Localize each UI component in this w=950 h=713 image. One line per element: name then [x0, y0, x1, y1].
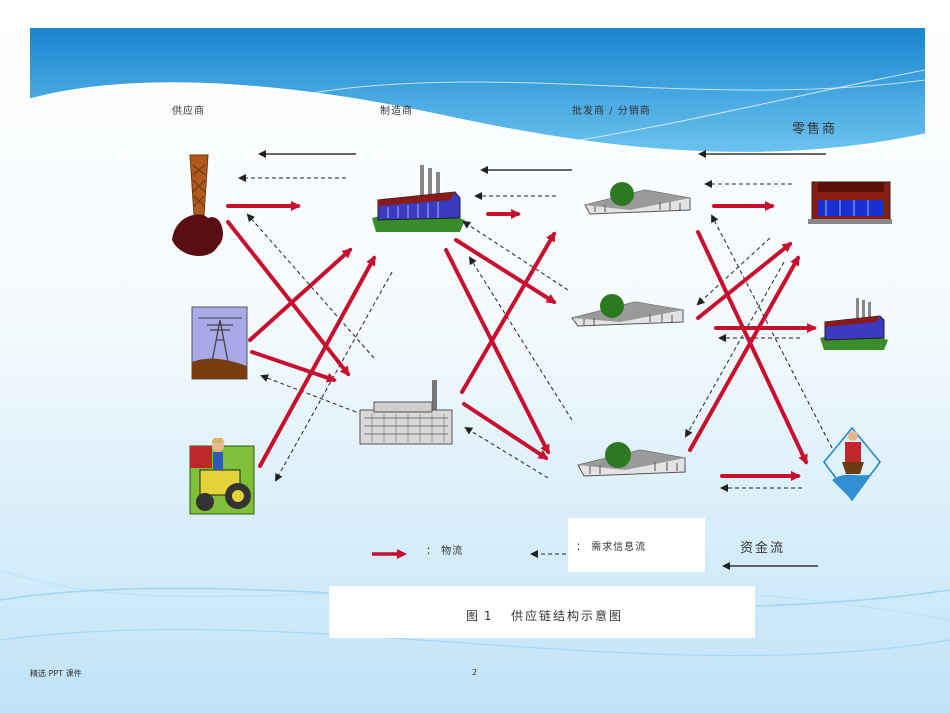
capital-flow-arrows — [258, 150, 826, 174]
legend-capital-label: 资金流 — [740, 541, 786, 556]
farmer-tractor-icon — [189, 438, 255, 515]
warehouse-icon-3 — [577, 442, 686, 477]
factory-small-icon — [820, 298, 888, 350]
physical-flow-arrows — [226, 201, 817, 481]
power-tower-icon — [191, 306, 248, 380]
label-retailer: 零售商 — [792, 122, 838, 137]
factory-blue-icon — [372, 165, 465, 232]
oil-derrick-icon — [172, 154, 223, 257]
legend-physical-label: ： 物流 — [426, 546, 464, 557]
footer-text: 精选 PPT 课件 — [30, 669, 82, 678]
factory-gray-icon — [359, 380, 453, 445]
label-manufacturer: 制造商 — [380, 106, 413, 117]
legend-info-label: ： 需求信息流 — [576, 542, 647, 553]
consumer-icon — [823, 426, 881, 502]
legend-info-box: ： 需求信息流 — [568, 518, 705, 572]
page-number: 2 — [472, 668, 478, 677]
figure-number: 图 1 — [466, 609, 493, 623]
caption-box: 图 1 供应链结构示意图 — [329, 586, 755, 638]
label-supplier: 供应商 — [172, 106, 205, 117]
warehouse-icon-1 — [584, 182, 691, 215]
store-icon — [808, 181, 892, 224]
label-wholesaler: 批发商 / 分销商 — [572, 106, 651, 117]
warehouse-icon-2 — [571, 294, 684, 327]
figure-title: 供应链结构示意图 — [511, 609, 624, 623]
